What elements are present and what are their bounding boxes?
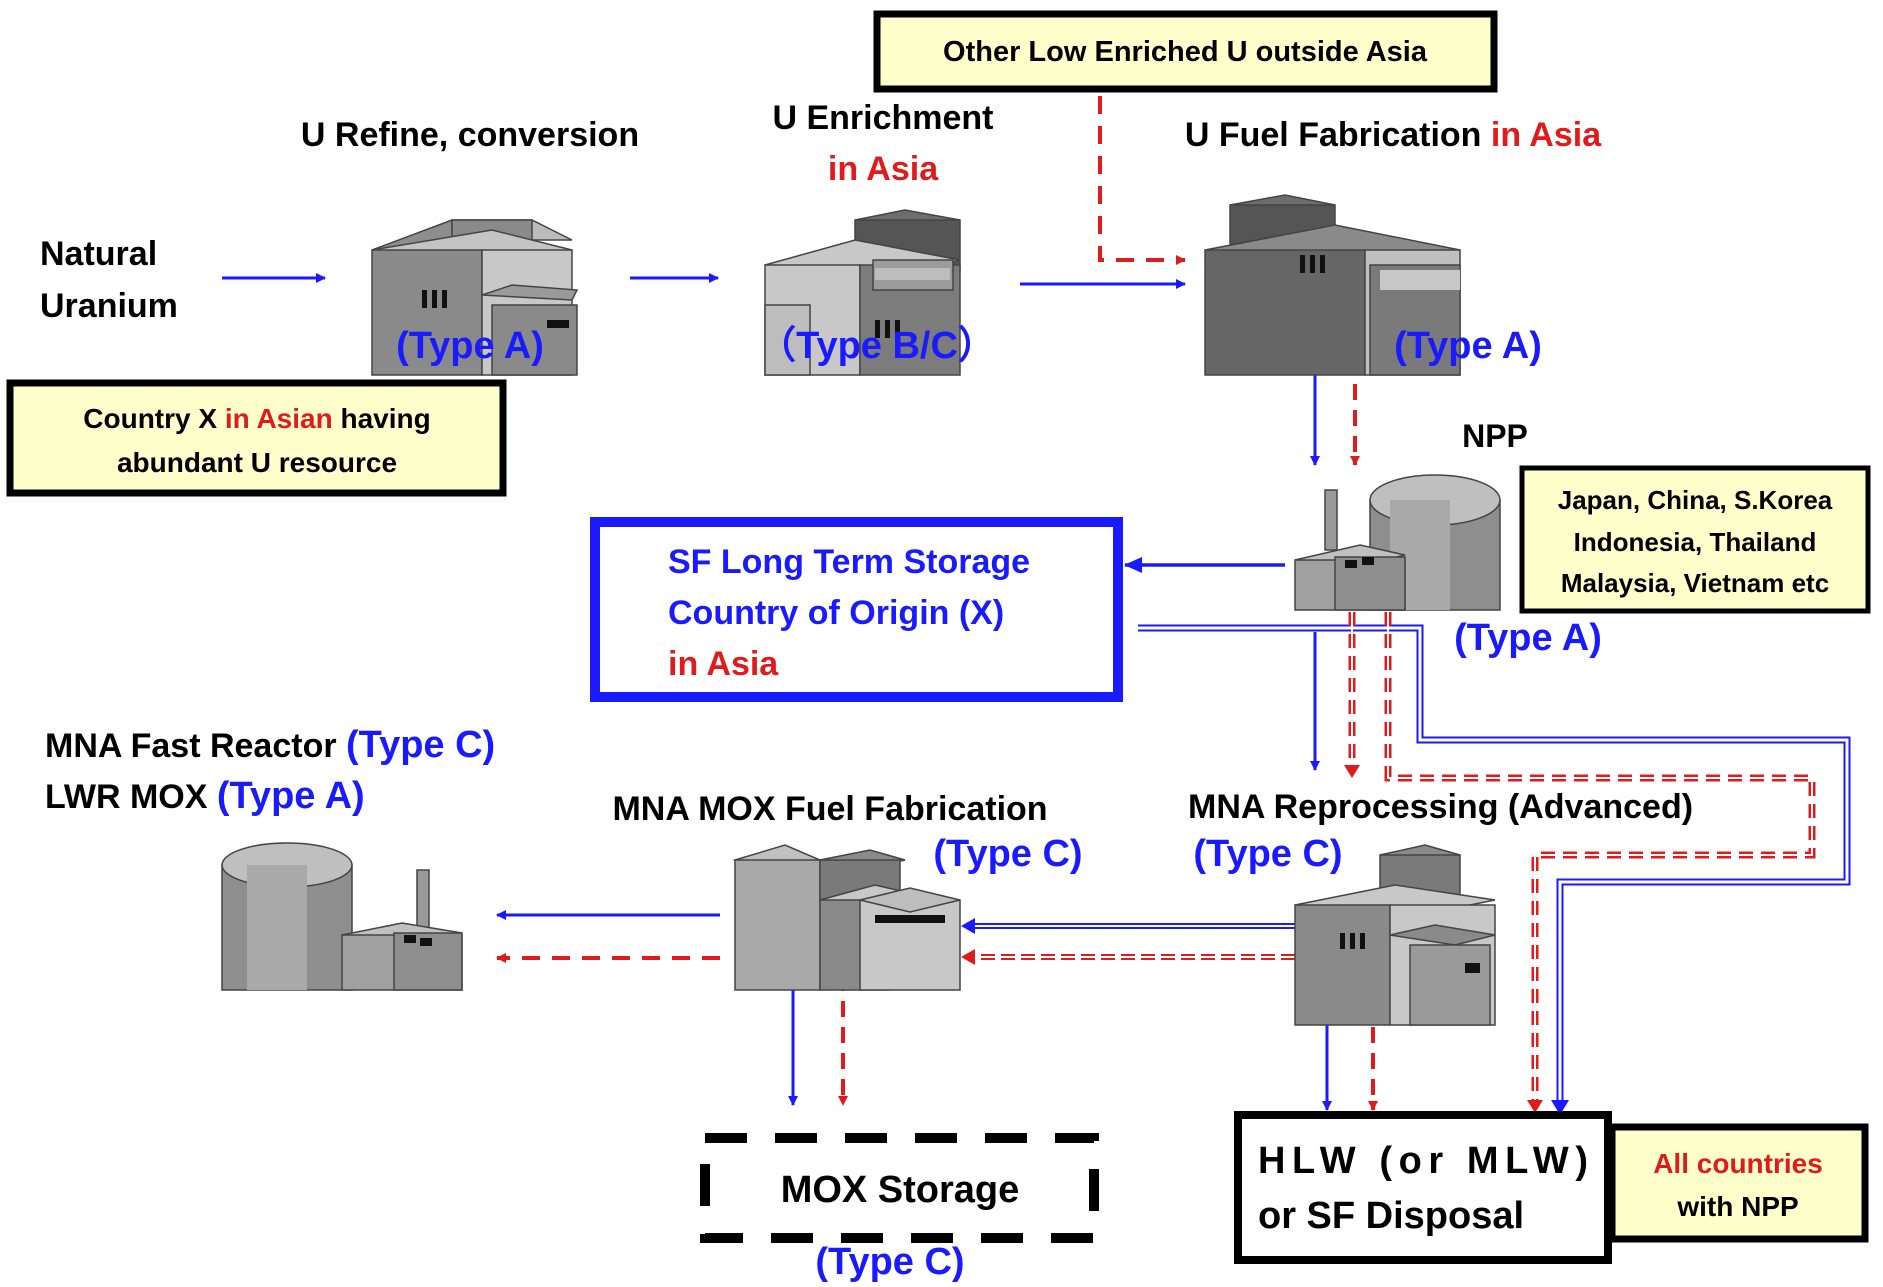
- hlw-box: HLW (or MLW) or SF Disposal: [1234, 1111, 1612, 1264]
- lwr-mox-label: LWR MOX (Type A): [45, 775, 365, 817]
- npp-title: NPP: [1462, 418, 1528, 454]
- sf-storage-line2: Country of Origin (X): [668, 594, 1004, 632]
- natural-uranium-line2: Uranium: [40, 287, 178, 325]
- other-leu-label: Other Low Enriched U outside Asia: [943, 36, 1428, 68]
- arrow-npp-to-disposal-red-inner: [1387, 612, 1813, 1105]
- mna-mox-fab-title: MNA MOX Fuel Fabrication: [612, 790, 1047, 828]
- mna-reprocessing-title: MNA Reprocessing (Advanced): [1188, 788, 1693, 826]
- u-fuel-fab-title: U Fuel Fabrication in Asia: [1185, 116, 1602, 154]
- mox-storage-label: MOX Storage: [781, 1169, 1020, 1211]
- reactor-icon: [1294, 474, 1501, 611]
- all-countries-box: All countries with NPP: [1608, 1123, 1869, 1243]
- mna-fast-reactor-label: MNA Fast Reactor (Type C): [45, 724, 495, 766]
- sf-storage-line3: in Asia: [668, 645, 779, 683]
- type-mox-fab: (Type C): [933, 833, 1082, 875]
- factory-icon: [1294, 844, 1496, 1026]
- type-npp: (Type A): [1454, 617, 1602, 659]
- arrow-npp-to-reprocessing-red-head: [1344, 765, 1360, 778]
- arrow-sf-storage-to-disposal-inner: [1138, 626, 1849, 1105]
- type-fuel-fab: (Type A): [1394, 325, 1542, 367]
- npp-countries-box: Japan, China, S.Korea Indonesia, Thailan…: [1519, 465, 1871, 614]
- country-x-line1: Country X in Asian having: [83, 403, 430, 434]
- u-enrichment-title: U Enrichment: [772, 99, 993, 137]
- npp-countries-line2: Indonesia, Thailand: [1574, 527, 1817, 557]
- natural-uranium-line1: Natural: [40, 235, 157, 273]
- sf-storage-line1: SF Long Term Storage: [668, 543, 1030, 581]
- arrow-reprocessing-to-mox-red-head: [961, 949, 975, 965]
- all-countries-line1: All countries: [1653, 1148, 1823, 1179]
- reactor-icon: [221, 842, 463, 991]
- factory-icon: [732, 844, 961, 991]
- sf-storage-box: SF Long Term Storage Country of Origin (…: [590, 517, 1123, 702]
- mox-storage-box: MOX Storage: [700, 1133, 1099, 1243]
- type-reprocessing: (Type C): [1193, 833, 1342, 875]
- npp-countries-line1: Japan, China, S.Korea: [1558, 485, 1833, 515]
- country-x-box: Country X in Asian having abundant U res…: [6, 379, 507, 497]
- u-enrichment-in-asia: in Asia: [828, 150, 939, 188]
- country-x-line2: abundant U resource: [117, 447, 397, 478]
- u-refine-title: U Refine, conversion: [301, 116, 639, 154]
- factory-icon: [371, 218, 579, 376]
- arrow-npp-to-disposal-red-head: [1527, 1100, 1543, 1113]
- type-mox-storage: (Type C): [815, 1241, 964, 1282]
- arrow-sf-storage-to-disposal-head: [1551, 1100, 1569, 1115]
- type-refine: (Type A): [396, 325, 544, 367]
- arrow-reprocessing-to-mox-blue-head: [961, 918, 975, 934]
- factory-icon: [1204, 194, 1461, 376]
- arrow-other-leu-to-fabrication: [1098, 96, 1186, 265]
- type-enrichment: （Type B/C）: [758, 325, 996, 367]
- hlw-line2: or SF Disposal: [1258, 1195, 1524, 1237]
- all-countries-line2: with NPP: [1676, 1191, 1798, 1222]
- factory-icon: [764, 209, 961, 376]
- npp-countries-line3: Malaysia, Vietnam etc: [1561, 568, 1829, 598]
- other-leu-box: Other Low Enriched U outside Asia: [873, 10, 1498, 93]
- flow-arrows: [222, 96, 1851, 1115]
